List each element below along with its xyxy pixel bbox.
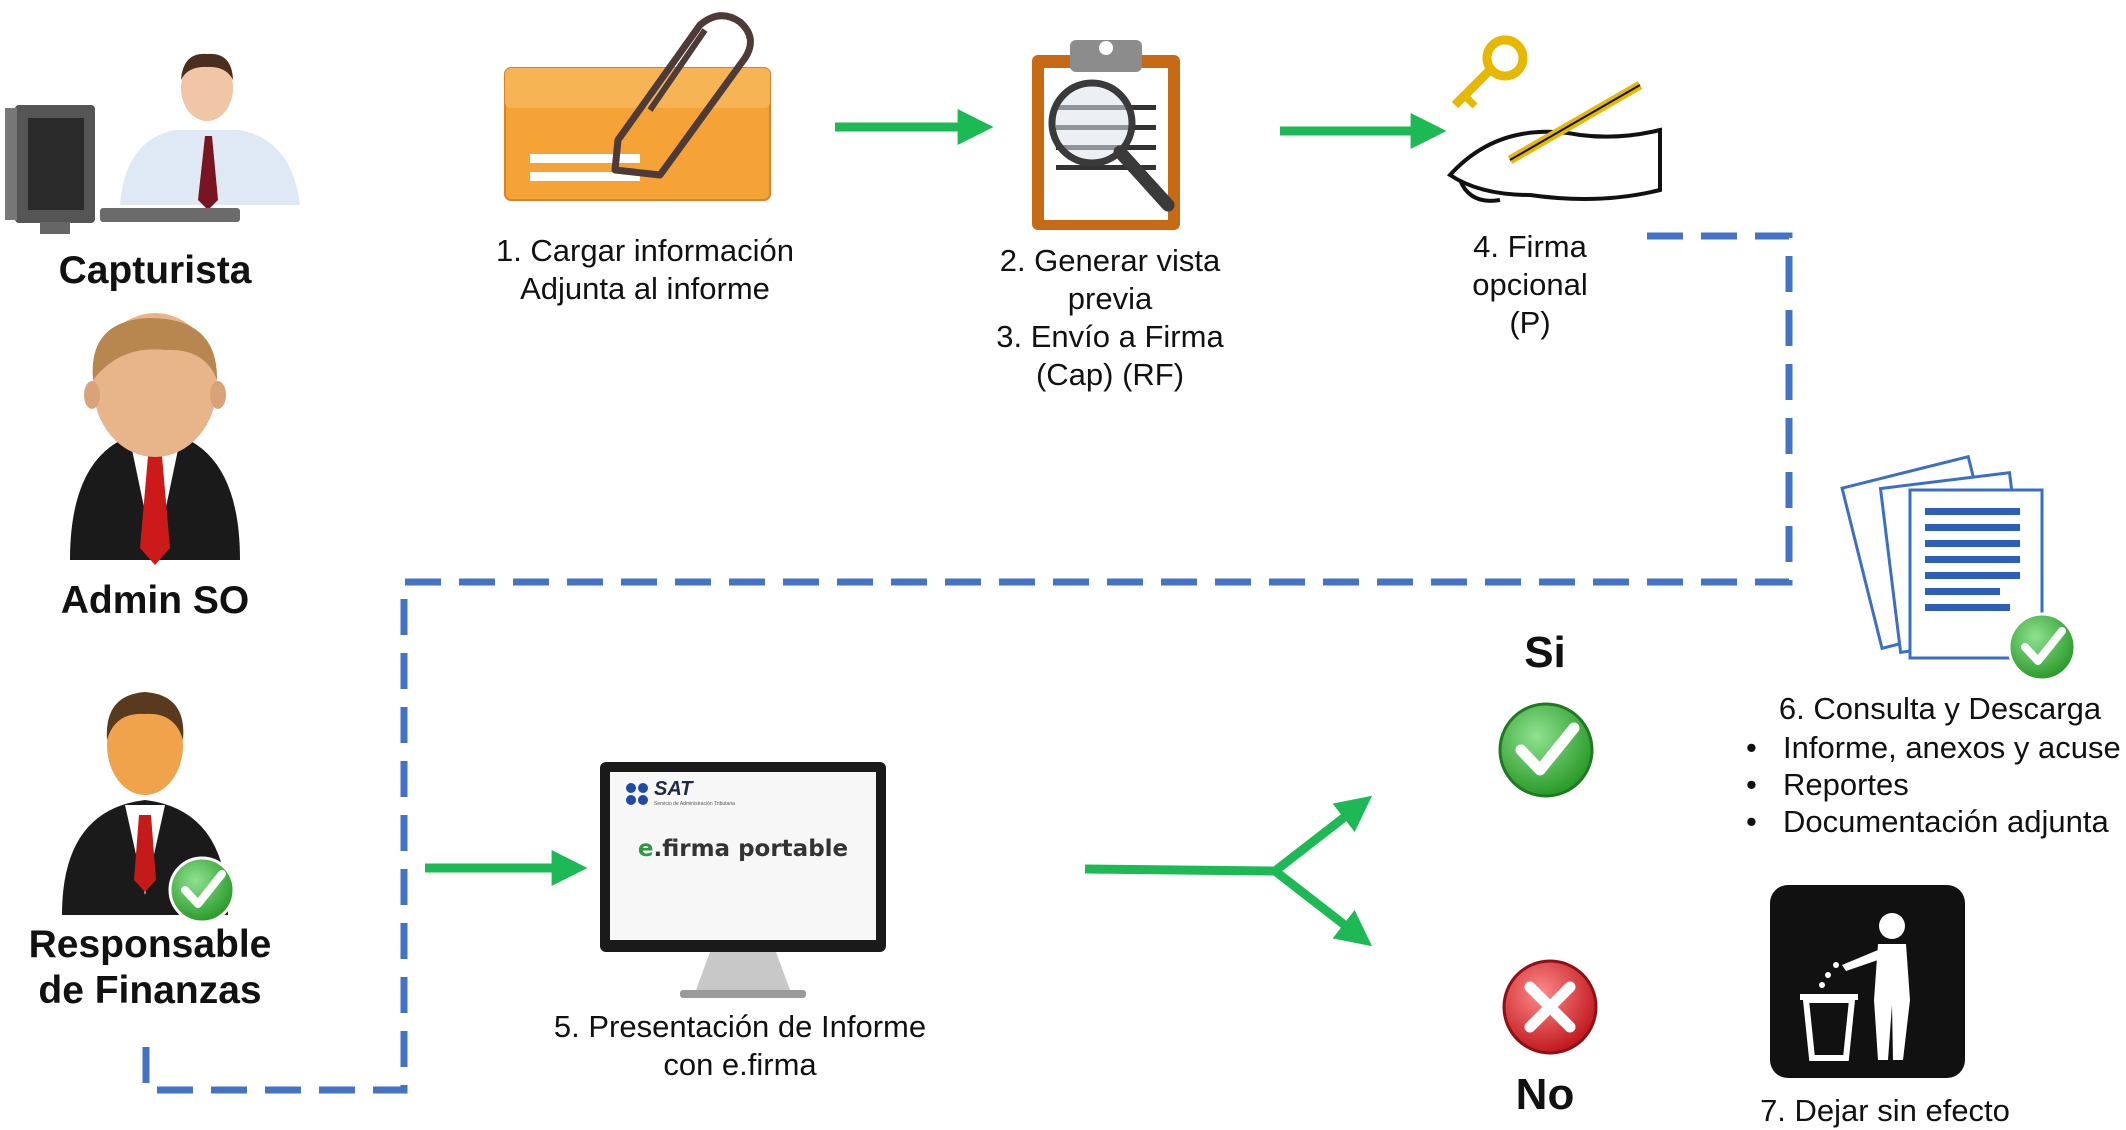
step3-line2: (Cap) (RF) — [1035, 356, 1185, 392]
sat-brand: SAT — [654, 778, 693, 800]
step2-line2: previa — [1067, 280, 1153, 316]
role-responsable-line1: Responsable — [28, 923, 272, 966]
step6-item-documentacion: Documentación adjunta — [1746, 804, 2121, 841]
upload-folder-icon — [504, 12, 771, 201]
efirma-portable-label: e.firma portable — [610, 836, 876, 862]
role-responsable-label: Responsable de Finanzas — [15, 922, 285, 1014]
yes-check-icon — [1498, 702, 1594, 798]
step4-line1: 4. Firma — [1473, 229, 1587, 264]
step6-list: Informe, anexos y acuse Reportes Documen… — [1746, 730, 2121, 841]
signature-key-icon — [1446, 35, 1662, 203]
step3-line1: 3. Envío a Firma — [996, 319, 1224, 354]
step6-title: 6. Consulta y Descarga — [1778, 691, 2102, 726]
step2-label: 2. Generar vista previa — [960, 242, 1260, 318]
step5-line2: con e.firma — [663, 1046, 817, 1082]
sat-brand-subtitle: Servicio de Administración Tributaria — [654, 801, 735, 807]
step6-item-informe: Informe, anexos y acuse — [1746, 730, 2121, 767]
efirma-prefix: e — [637, 836, 654, 862]
step7-label: 7. Dejar sin efecto — [1760, 1093, 2010, 1128]
decision-yes-label: Si — [1524, 628, 1566, 677]
documents-check-icon — [2007, 612, 2077, 682]
step1-line1: 1. Cargar información — [495, 233, 795, 268]
responsable-finanzas-icon — [62, 692, 236, 924]
efirma-rest: .firma portable — [653, 836, 849, 862]
arrow-decision-stem — [1084, 864, 1276, 876]
arrow-decision-yes — [1272, 795, 1373, 875]
step4-line3: (P) — [1509, 304, 1551, 340]
step6-item-reportes: Reportes — [1746, 767, 2121, 804]
efirma-monitor-icon — [600, 762, 886, 998]
step3-label: 3. Envío a Firma (Cap) (RF) — [960, 318, 1260, 394]
step4-line2: opcional — [1472, 266, 1588, 302]
role-admin-so-label: Admin SO — [60, 579, 250, 622]
step4-label: 4. Firma opcional (P) — [1420, 228, 1640, 341]
step2-line1: 2. Generar vista — [999, 243, 1221, 278]
responsable-check-icon — [168, 856, 236, 924]
step1-label: 1. Cargar información Adjunta al informe — [455, 232, 835, 308]
step5-line1: 5. Presentación de Informe — [553, 1009, 927, 1044]
decision-no-label: No — [1515, 1070, 1575, 1119]
admin-so-icon — [70, 313, 240, 565]
capturista-icon — [5, 53, 300, 234]
preview-clipboard-icon — [1032, 40, 1180, 230]
no-cross-icon — [1502, 959, 1598, 1055]
role-responsable-line2: de Finanzas — [38, 969, 262, 1013]
step5-label: 5. Presentación de Informe con e.firma — [540, 1008, 940, 1084]
step1-line2: Adjunta al informe — [520, 270, 770, 306]
trash-bin-icon — [1770, 885, 1965, 1078]
documents-icon — [1840, 454, 2077, 682]
dashed-flow-path — [142, 232, 1793, 1094]
role-capturista-label: Capturista — [58, 249, 252, 292]
arrow-decision-no — [1272, 867, 1373, 947]
